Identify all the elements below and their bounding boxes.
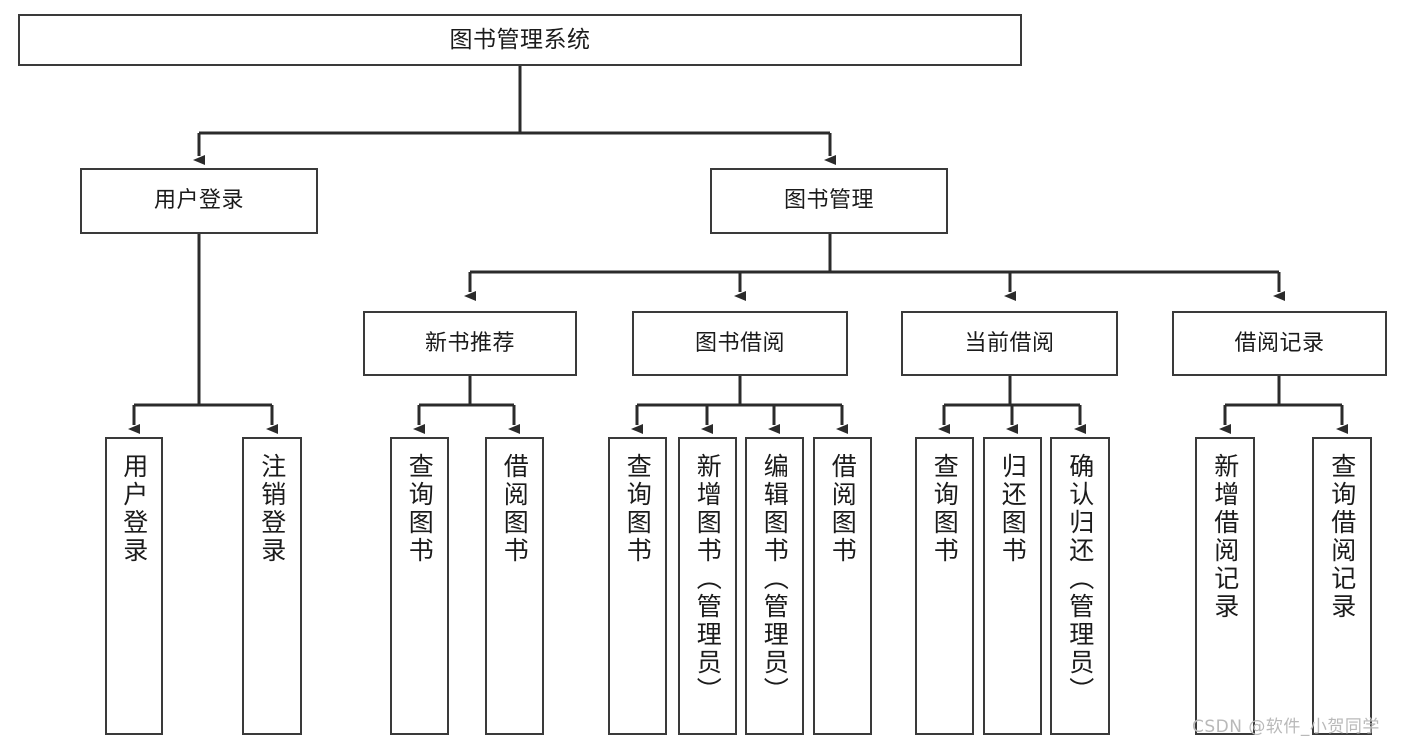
node-new-book-rec-label: 新书推荐 bbox=[424, 330, 515, 356]
node-borrow-record-label: 借阅记录 bbox=[1234, 330, 1325, 356]
leaf-add-book[interactable]: 新增图书（管理员） bbox=[678, 437, 737, 735]
node-book-manage[interactable]: 图书管理 bbox=[710, 168, 948, 234]
leaf-query-book-1-label: 查询图书 bbox=[405, 453, 435, 565]
leaf-query-record-label: 查询借阅记录 bbox=[1327, 453, 1357, 621]
node-root[interactable]: 图书管理系统 bbox=[18, 14, 1022, 66]
node-book-manage-label: 图书管理 bbox=[783, 188, 874, 214]
leaf-edit-book-label: 编辑图书（管理员） bbox=[760, 453, 790, 705]
leaf-borrow-book-2-label: 借阅图书 bbox=[828, 453, 858, 565]
node-book-borrow-label: 图书借阅 bbox=[694, 330, 785, 356]
leaf-query-record[interactable]: 查询借阅记录 bbox=[1312, 437, 1372, 735]
leaf-query-book-1[interactable]: 查询图书 bbox=[390, 437, 449, 735]
leaf-query-book-3[interactable]: 查询图书 bbox=[915, 437, 974, 735]
leaf-query-book-3-label: 查询图书 bbox=[930, 453, 960, 565]
leaf-borrow-book-1[interactable]: 借阅图书 bbox=[485, 437, 544, 735]
leaf-borrow-book-1-label: 借阅图书 bbox=[500, 453, 530, 565]
leaf-user-login[interactable]: 用户登录 bbox=[105, 437, 163, 735]
leaf-query-book-2[interactable]: 查询图书 bbox=[608, 437, 667, 735]
leaf-add-record-label: 新增借阅记录 bbox=[1210, 453, 1240, 621]
node-current-borrow-label: 当前借阅 bbox=[964, 330, 1055, 356]
leaf-borrow-book-2[interactable]: 借阅图书 bbox=[813, 437, 872, 735]
node-borrow-record[interactable]: 借阅记录 bbox=[1172, 311, 1387, 376]
leaf-logout-login[interactable]: 注销登录 bbox=[242, 437, 302, 735]
node-root-label: 图书管理系统 bbox=[449, 26, 591, 53]
leaf-add-book-label: 新增图书（管理员） bbox=[693, 453, 723, 705]
watermark: CSDN @软件_小贺同学 bbox=[1192, 717, 1380, 737]
node-user-login-label: 用户登录 bbox=[153, 188, 244, 214]
node-book-borrow[interactable]: 图书借阅 bbox=[632, 311, 848, 376]
leaf-confirm-return-label: 确认归还（管理员） bbox=[1065, 453, 1095, 705]
leaf-return-book[interactable]: 归还图书 bbox=[983, 437, 1042, 735]
leaf-return-book-label: 归还图书 bbox=[998, 453, 1028, 565]
leaf-confirm-return[interactable]: 确认归还（管理员） bbox=[1050, 437, 1110, 735]
leaf-logout-login-label: 注销登录 bbox=[257, 453, 287, 565]
leaf-user-login-label: 用户登录 bbox=[119, 453, 149, 565]
leaf-query-book-2-label: 查询图书 bbox=[623, 453, 653, 565]
leaf-edit-book[interactable]: 编辑图书（管理员） bbox=[745, 437, 804, 735]
leaf-add-record[interactable]: 新增借阅记录 bbox=[1195, 437, 1255, 735]
node-current-borrow[interactable]: 当前借阅 bbox=[901, 311, 1118, 376]
node-user-login[interactable]: 用户登录 bbox=[80, 168, 318, 234]
node-new-book-rec[interactable]: 新书推荐 bbox=[363, 311, 577, 376]
